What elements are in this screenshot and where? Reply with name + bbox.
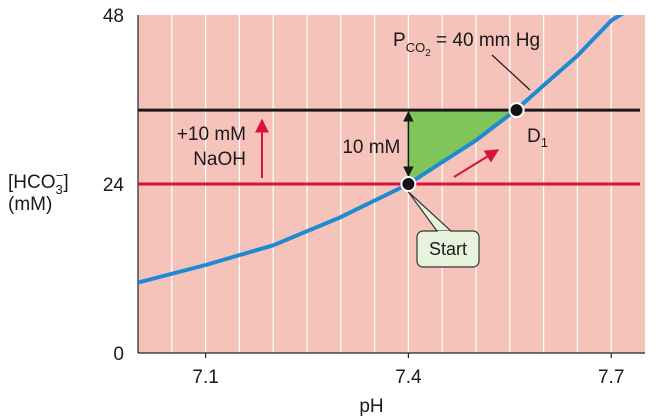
- y-tick-label-1: 24: [103, 175, 125, 196]
- x-tick-label-0: 7.1: [192, 367, 218, 388]
- y-tick-label-0: 0: [113, 344, 124, 365]
- y-axis-label-line1: [HCO3−]: [8, 168, 69, 197]
- naoh-label-2: NaOH: [193, 149, 246, 170]
- y-tick-label-2: 48: [103, 6, 124, 27]
- point-d1: [508, 102, 525, 119]
- isobar-label: PCO2 = 40 mm Hg: [393, 30, 540, 59]
- point-start: [400, 176, 417, 192]
- delta-label: 10 mM: [342, 137, 400, 158]
- isobar-leader: [491, 54, 531, 91]
- x-tick-label-1: 7.4: [395, 367, 422, 388]
- start-label: Start: [429, 239, 467, 259]
- point-d1-label: D1: [527, 126, 548, 150]
- isobar-line: [138, 15, 625, 285]
- y-axis-label-line2: (mM): [8, 194, 52, 215]
- naoh-label-1: +10 mM: [177, 124, 246, 145]
- x-axis-label: pH: [359, 396, 383, 417]
- x-tick-label-2: 7.7: [598, 367, 624, 388]
- shift-arrow: [453, 149, 500, 178]
